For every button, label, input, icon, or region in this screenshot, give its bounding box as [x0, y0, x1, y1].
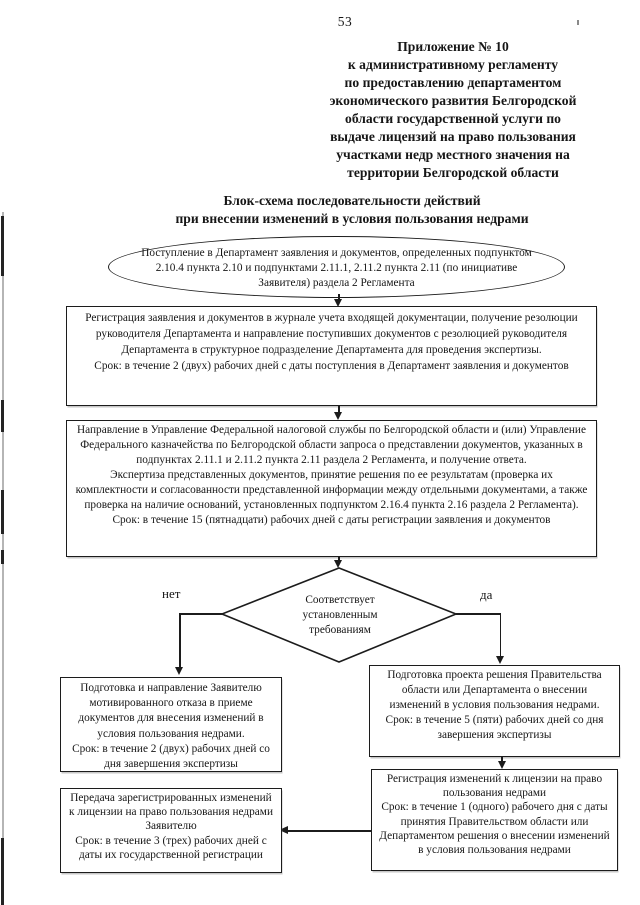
arrowhead-down-icon: [334, 560, 343, 568]
flow-node-license-registration-text: Регистрация изменений к лицензии на прав…: [379, 773, 610, 857]
flow-node-transfer: Передача зарегистрированных изменений к …: [60, 788, 282, 873]
header-line: по предоставлению департаментом: [344, 75, 562, 90]
flow-node-refusal: Подготовка и направление Заявителю мотив…: [60, 677, 282, 772]
arrowhead-down-icon: [175, 667, 184, 675]
connector-registration-expertise: [338, 406, 340, 414]
flow-node-draft-decision: Подготовка проекта решения Правительства…: [369, 665, 620, 757]
flow-node-refusal-text: Подготовка и направление Заявителю мотив…: [72, 682, 270, 771]
arrowhead-down-icon: [334, 412, 343, 420]
flow-node-registration-text: Регистрация заявления и документов в жур…: [85, 312, 578, 372]
flow-node-transfer-text: Передача зарегистрированных изменений к …: [69, 792, 274, 861]
arrowhead-down-icon: [497, 761, 506, 769]
arrowhead-down-icon: [334, 299, 343, 307]
flow-node-start: Поступление в Департамент заявления и до…: [108, 236, 565, 298]
scan-speck: [577, 20, 579, 25]
flow-node-decision-text: Соответствует установленным требованиям: [302, 594, 378, 636]
flowchart-title-line1: Блок-схема последовательности действий: [223, 193, 481, 208]
header-line: области государственной услуги по: [345, 111, 561, 126]
header-line: Приложение № 10: [397, 39, 509, 54]
header-line: экономического развития Белгородской: [329, 93, 577, 108]
scan-artifact-line: [1, 550, 4, 564]
header-line: выдаче лицензий на право пользования: [330, 129, 576, 144]
connector-start-registration: [338, 294, 340, 301]
header-line: к административному регламенту: [347, 57, 559, 72]
scan-artifact-line: [1, 838, 4, 905]
arrowhead-down-icon: [495, 656, 504, 664]
branch-label-yes: да: [480, 587, 493, 602]
flow-node-draft-decision-text: Подготовка проекта решения Правительства…: [385, 669, 604, 741]
flowchart-title-line2: при внесении изменений в условия пользов…: [175, 210, 529, 226]
flow-node-expertise-text: Направление в Управление Федеральной нал…: [75, 424, 588, 526]
scan-artifact-line: [1, 216, 4, 276]
connector-no-horizontal: [179, 613, 223, 615]
flowchart-title: Блок-схема последовательности действий п…: [64, 192, 640, 227]
flow-node-expertise: Направление в Управление Федеральной нал…: [66, 420, 597, 557]
connector-licreg-transfer: [288, 830, 371, 832]
branch-label-no: нет: [162, 586, 181, 601]
flow-node-start-text: Поступление в Департамент заявления и до…: [141, 247, 532, 289]
connector-yes-vertical: [499, 613, 502, 657]
flow-node-registration: Регистрация заявления и документов в жур…: [66, 306, 597, 406]
appendix-header: Приложение № 10 к административному регл…: [266, 38, 640, 182]
connector-yes-horizontal: [456, 613, 501, 615]
decision-diamond-shape: [219, 567, 459, 663]
header-line: участками недр местного значения на: [336, 147, 570, 162]
header-line: территории Белгородской области: [347, 165, 559, 180]
flow-node-license-registration: Регистрация изменений к лицензии на прав…: [371, 769, 618, 871]
connector-expertise-decision: [338, 557, 340, 562]
page-number: 53: [337, 14, 353, 29]
scan-artifact-line: [1, 490, 4, 534]
connector-no-vertical: [179, 613, 181, 668]
arrowhead-left-icon: [279, 826, 288, 835]
scan-artifact-line: [1, 400, 4, 432]
connector-draft-licreg: [501, 757, 503, 763]
